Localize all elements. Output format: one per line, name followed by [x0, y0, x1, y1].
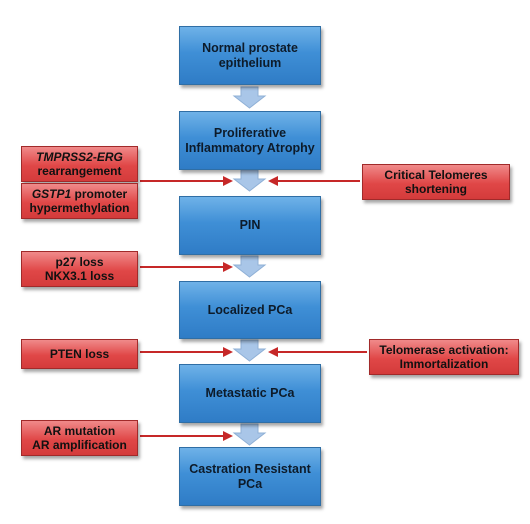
factor-p27-nkx31: p27 loss NKX3.1 loss — [21, 251, 138, 287]
stage-pin: PIN — [179, 196, 321, 255]
stage-normal-epithelium: Normal prostate epithelium — [179, 26, 321, 85]
factor-label: AR mutation — [43, 424, 116, 438]
factor-gene: GSTP1 — [31, 187, 72, 201]
factor-label: rearrangement — [37, 164, 122, 178]
factor-tmprss2-erg: TMPRSS2-ERG rearrangement — [21, 146, 138, 182]
factor-label: Immortalization — [399, 357, 489, 371]
factor-ar-mutation: AR mutation AR amplification — [21, 420, 138, 456]
down-arrow-4 — [232, 339, 267, 362]
stage-localized-pca: Localized PCa — [179, 281, 321, 339]
factor-telomerase-activation: Telomerase activation: Immortalization — [369, 339, 519, 375]
stage-label: PCa — [237, 476, 263, 491]
stage-label: Normal prostate — [202, 40, 298, 55]
factor-gene: TMPRSS2-ERG — [36, 150, 123, 164]
down-arrow-3 — [232, 255, 267, 278]
factor-pten-loss: PTEN loss — [21, 339, 138, 369]
stage-proliferative-atrophy: Proliferative Inflammatory Atrophy — [179, 111, 321, 170]
factor-label: promoter — [71, 187, 128, 201]
stage-castration-resistant-pca: Castration Resistant PCa — [179, 447, 321, 506]
factor-label: PTEN loss — [49, 347, 110, 361]
stage-label: Localized PCa — [207, 302, 293, 317]
stage-label: Metastatic PCa — [205, 386, 295, 400]
stage-metastatic-pca: Metastatic PCa — [179, 364, 321, 423]
factor-gstp1: GSTP1 promoter hypermethylation — [21, 183, 138, 219]
stage-label: epithelium — [218, 55, 282, 70]
factor-label: p27 loss — [55, 255, 104, 269]
down-arrow-1 — [232, 86, 267, 109]
factor-telomeres-shortening: Critical Telomeres shortening — [362, 164, 510, 200]
factor-label: hypermethylation — [29, 201, 130, 215]
factor-label: shortening — [405, 182, 467, 196]
stage-label: Castration Resistant — [189, 461, 311, 476]
factor-label: Critical Telomeres — [384, 168, 488, 182]
down-arrow-5 — [232, 423, 267, 446]
factor-label: Telomerase activation: — [379, 343, 509, 357]
down-arrow-2 — [232, 169, 267, 192]
factor-label: NKX3.1 loss — [44, 269, 115, 283]
stage-label: Inflammatory Atrophy — [185, 140, 315, 155]
stage-label: PIN — [239, 218, 261, 232]
stage-label: Proliferative — [213, 125, 287, 140]
factor-label: AR amplification — [32, 438, 127, 452]
